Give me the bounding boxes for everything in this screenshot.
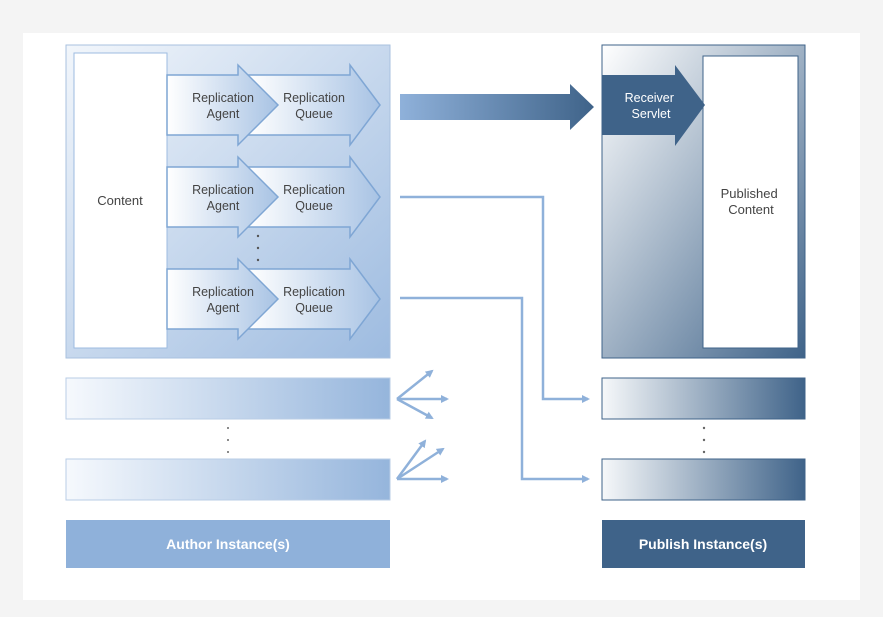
author-instance-bar [65,458,391,501]
replication-agent-arrow [166,257,280,341]
publish-instance-label: Publish Instance(s) [639,536,767,552]
replication-queue-arrow [247,154,381,240]
replication-agent-arrow [166,155,280,239]
ellipsis-dots [256,234,260,262]
publish-instance-bar [601,458,806,501]
published-content-label: Published Content [721,186,782,217]
content-box [73,52,168,349]
ellipsis-dots [227,426,706,454]
author-instance-footer [66,520,390,568]
receiver-servlet-label: Receiver Servlet [625,91,678,121]
replication-flow-arrow [400,84,594,130]
publish-instance-box: Receiver Servlet Published Content [601,44,806,359]
content-label: Content [97,193,143,208]
author-instance-label: Author Instance(s) [166,536,290,552]
receiver-servlet-arrow [602,65,705,146]
published-content-box [702,55,799,349]
publish-instance-footer [602,520,805,568]
connector-lines [400,195,590,483]
fan-arrows [395,369,449,483]
replication-queue-arrow [247,62,381,148]
publish-instance-bar [601,377,806,420]
author-instance-bar [65,377,391,420]
replication-queue-arrow [247,256,381,342]
replication-agent-arrow [166,63,280,147]
